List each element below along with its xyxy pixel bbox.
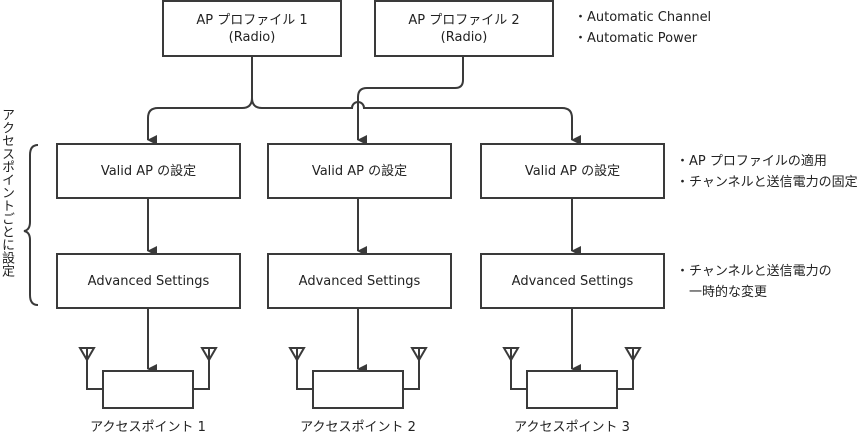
ap-profile-2-box: AP プロファイル 2 (Radio) (374, 0, 554, 57)
antenna-icon (502, 347, 520, 362)
antenna-wire (193, 358, 210, 390)
ap-profile-1-box: AP プロファイル 1 (Radio) (162, 0, 342, 57)
valid-ap-label: Valid AP の設定 (311, 163, 408, 179)
per-access-point-label: アクセスポイントごとに設定 (0, 108, 14, 277)
antenna-icon (288, 347, 306, 362)
profile-note-2: ・Automatic Power (574, 31, 698, 46)
access-point-2-label: アクセスポイント 2 (300, 420, 416, 435)
antenna-wire (86, 358, 103, 390)
access-point-1-label: アクセスポイント 1 (90, 420, 206, 435)
advanced-settings-box-2: Advanced Settings (267, 253, 452, 309)
valid-ap-box-3: Valid AP の設定 (480, 143, 665, 199)
valid-ap-note-2: ・チャンネルと送信電力の固定 (676, 175, 858, 190)
antenna-icon (624, 347, 642, 362)
antenna-wire (510, 358, 527, 390)
profile1-connector (147, 56, 253, 145)
access-point-body (102, 370, 194, 409)
antenna-icon (200, 347, 218, 362)
left-brace (23, 144, 39, 306)
access-point-body (312, 370, 404, 409)
advanced-notes: ・チャンネルと送信電力の 一時的な変更 (676, 261, 832, 303)
advanced-settings-label: Advanced Settings (511, 273, 634, 289)
ap-profile-2-subtitle: (Radio) (440, 29, 488, 45)
advanced-settings-box-3: Advanced Settings (480, 253, 665, 309)
profile-notes: ・Automatic Channel ・Automatic Power (574, 7, 711, 49)
access-point-3-device (502, 347, 642, 409)
advanced-note-2: 一時的な変更 (676, 285, 768, 300)
advanced-settings-label: Advanced Settings (87, 273, 210, 289)
valid-ap-notes: ・AP プロファイルの適用 ・チャンネルと送信電力の固定 (676, 151, 858, 193)
antenna-wire (617, 358, 634, 390)
profile-note-1: ・Automatic Channel (574, 10, 712, 25)
valid-ap-note-1: ・AP プロファイルの適用 (676, 154, 827, 169)
valid-ap-label: Valid AP の設定 (100, 163, 197, 179)
antenna-icon (78, 347, 96, 362)
valid-ap-box-2: Valid AP の設定 (267, 143, 452, 199)
antenna-wire (403, 358, 420, 390)
access-point-3-label: アクセスポイント 3 (514, 420, 630, 435)
antenna-wire (296, 358, 313, 390)
valid-ap-label: Valid AP の設定 (524, 163, 621, 179)
advanced-settings-label: Advanced Settings (298, 273, 421, 289)
profile1-bus-right (251, 97, 581, 145)
ap-profile-1-subtitle: (Radio) (228, 29, 276, 45)
access-point-2-device (288, 347, 428, 409)
access-point-1-device (78, 347, 218, 409)
antenna-icon (410, 347, 428, 362)
ap-profile-1-title: AP プロファイル 1 (196, 12, 308, 28)
valid-ap-box-1: Valid AP の設定 (56, 143, 241, 199)
advanced-note-1: ・チャンネルと送信電力の (676, 264, 832, 279)
profile2-connector (357, 56, 464, 145)
access-point-body (526, 370, 618, 409)
ap-profile-2-title: AP プロファイル 2 (408, 12, 520, 28)
advanced-settings-box-1: Advanced Settings (56, 253, 241, 309)
